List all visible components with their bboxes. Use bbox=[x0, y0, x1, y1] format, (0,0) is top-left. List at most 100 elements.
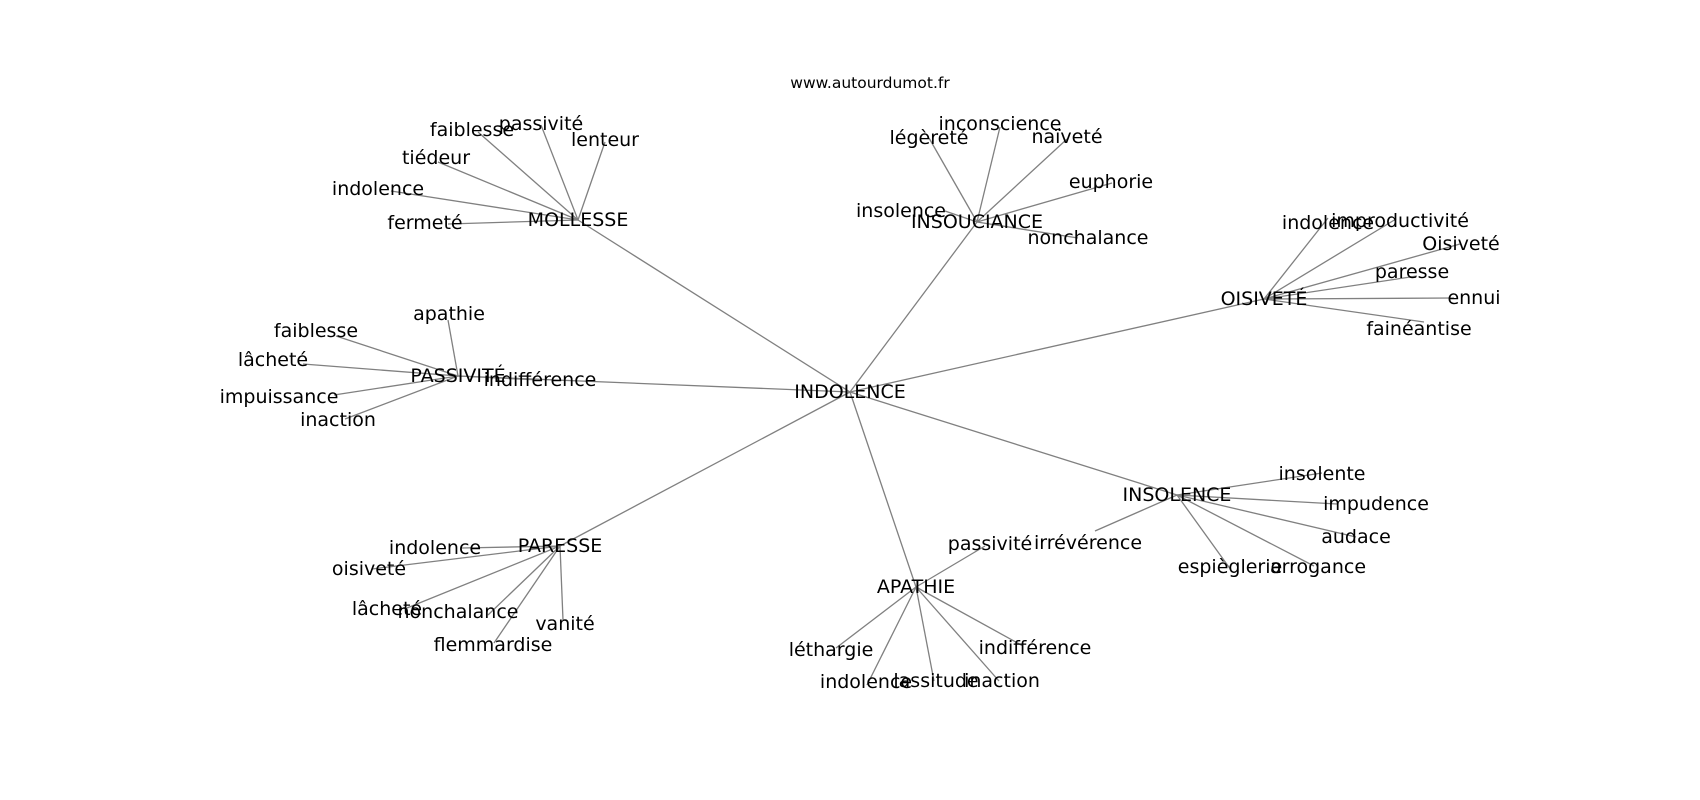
leaf-label: ennui bbox=[1447, 287, 1500, 309]
leaf-label: passivité bbox=[499, 113, 583, 135]
leaf-label: audace bbox=[1321, 526, 1391, 548]
leaf-label: nonchalance bbox=[398, 601, 519, 623]
leaf-label: indolence bbox=[820, 671, 912, 693]
leaf-label: nonchalance bbox=[1028, 227, 1149, 249]
leaf-label: impudence bbox=[1323, 493, 1429, 515]
edge-5-0 bbox=[461, 545, 561, 549]
leaf-label: légèreté bbox=[890, 127, 969, 149]
edge-0-5 bbox=[447, 219, 579, 225]
hub-label: PASSIVITÉ bbox=[410, 364, 505, 387]
edge-3-0 bbox=[447, 319, 459, 377]
edge-3-4 bbox=[344, 375, 459, 420]
edge-4-5 bbox=[1094, 494, 1178, 532]
edge-2-4 bbox=[1263, 297, 1455, 300]
leaf-label: lâcheté bbox=[352, 598, 422, 620]
edge-5-2 bbox=[406, 545, 561, 609]
edge-6-5 bbox=[915, 586, 1024, 647]
leaf-label: indifférence bbox=[484, 369, 597, 391]
edge-0-2 bbox=[577, 141, 606, 221]
edge-0-4 bbox=[390, 190, 579, 221]
edge-5-3 bbox=[487, 545, 561, 616]
edge-1-2 bbox=[976, 138, 1068, 223]
center-label: INDOLENCE bbox=[794, 381, 905, 403]
leaf-label: insolence bbox=[856, 200, 946, 222]
edge-0-1 bbox=[477, 131, 579, 221]
leaf-label: passivité bbox=[948, 533, 1032, 555]
edge-center-1 bbox=[849, 221, 978, 393]
leaf-label: léthargie bbox=[789, 639, 874, 661]
edge-4-0 bbox=[1176, 472, 1323, 496]
edge-2-0 bbox=[1263, 217, 1329, 300]
hub-label: MOLLESSE bbox=[528, 209, 629, 231]
edge-center-6 bbox=[849, 391, 917, 588]
leaf-label: apathie bbox=[413, 303, 485, 325]
edge-1-5 bbox=[976, 221, 1079, 239]
leaf-label: indolence bbox=[1282, 212, 1374, 234]
edge-2-1 bbox=[1263, 218, 1397, 300]
edge-4-2 bbox=[1176, 494, 1357, 538]
leaf-label: impuissance bbox=[220, 386, 339, 408]
leaf-label: tiédeur bbox=[402, 147, 470, 169]
edge-1-1 bbox=[928, 137, 978, 223]
edge-1-4 bbox=[944, 210, 978, 223]
graph-edges bbox=[302, 124, 1461, 686]
edge-6-2 bbox=[866, 586, 917, 686]
leaf-label: faiblesse bbox=[274, 320, 358, 342]
edge-4-3 bbox=[1176, 494, 1315, 567]
leaf-label: arrogance bbox=[1270, 556, 1366, 578]
hub-label: OISIVETÉ bbox=[1221, 287, 1308, 310]
edge-center-0 bbox=[577, 219, 851, 393]
hub-label: PARESSE bbox=[518, 535, 603, 557]
leaf-label: inaction bbox=[964, 670, 1040, 692]
leaf-label: improductivité bbox=[1331, 210, 1469, 232]
leaf-label: faiblesse bbox=[430, 119, 514, 141]
edge-0-3 bbox=[437, 161, 579, 221]
leaf-label: vanité bbox=[535, 613, 594, 635]
leaf-label: indifférence bbox=[979, 637, 1092, 659]
leaf-label: indolence bbox=[389, 537, 481, 559]
edge-1-3 bbox=[976, 182, 1113, 223]
edge-2-5 bbox=[1263, 298, 1425, 323]
leaf-label: fermeté bbox=[387, 212, 462, 234]
edge-4-1 bbox=[1176, 494, 1338, 505]
edge-6-3 bbox=[915, 586, 935, 682]
hub-label: INSOUCIANCE bbox=[911, 211, 1043, 233]
edge-3-3 bbox=[333, 375, 459, 396]
leaf-label: oisiveté bbox=[332, 558, 406, 580]
leaf-label: lenteur bbox=[571, 129, 639, 151]
edge-2-2 bbox=[1263, 243, 1461, 300]
edge-6-0 bbox=[915, 545, 986, 588]
edge-3-1 bbox=[335, 335, 459, 377]
leaf-label: fainéantise bbox=[1366, 318, 1471, 340]
edge-5-5 bbox=[493, 545, 561, 644]
edge-4-4 bbox=[1176, 494, 1232, 571]
site-url: www.autourdumot.fr bbox=[790, 74, 950, 92]
leaf-label: lassitude bbox=[893, 670, 978, 692]
leaf-label: inaction bbox=[300, 409, 376, 431]
leaf-label: insolente bbox=[1279, 463, 1366, 485]
leaf-label: naïveté bbox=[1031, 126, 1102, 148]
leaf-label: irrévérence bbox=[1034, 532, 1142, 554]
leaf-label: indolence bbox=[332, 178, 424, 200]
edge-center-2 bbox=[849, 298, 1265, 393]
leaf-label: Oisiveté bbox=[1422, 233, 1499, 255]
edge-2-3 bbox=[1263, 275, 1418, 300]
edge-6-4 bbox=[915, 586, 1000, 682]
hub-label: INSOLENCE bbox=[1123, 484, 1232, 506]
edge-6-1 bbox=[835, 586, 917, 649]
hub-label: APATHIE bbox=[877, 576, 955, 598]
edge-0-0 bbox=[540, 124, 579, 221]
edge-center-4 bbox=[849, 391, 1178, 496]
edge-center-5 bbox=[559, 391, 851, 547]
leaf-label: lâcheté bbox=[238, 349, 308, 371]
leaf-label: espièglerie bbox=[1178, 556, 1282, 578]
leaf-label: flemmardise bbox=[434, 634, 553, 656]
edge-3-5 bbox=[457, 375, 541, 381]
edge-1-0 bbox=[976, 126, 1001, 223]
edge-5-4 bbox=[559, 545, 564, 621]
leaf-label: euphorie bbox=[1069, 171, 1153, 193]
leaf-label: inconscience bbox=[939, 113, 1062, 135]
edge-3-2 bbox=[302, 363, 459, 377]
